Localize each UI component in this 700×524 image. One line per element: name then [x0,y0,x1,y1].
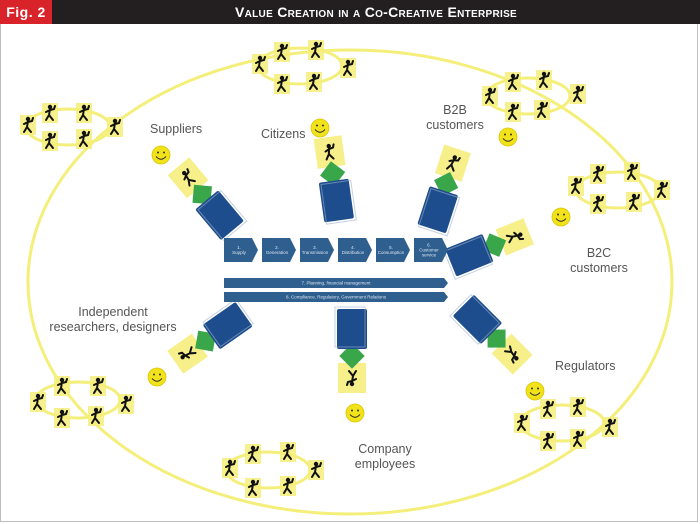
smiley-regulators-icon [525,381,545,401]
label-employees-line1: Company [358,442,412,456]
community-right [568,162,670,214]
smiley-b2c-icon [551,207,571,227]
label-suppliers: Suppliers [150,122,203,136]
figure-header: Fig. 2 Value Creation in a Co-Creative E… [0,0,700,24]
value-chain-step-label: Supply [232,250,247,255]
arm-suppliers [167,155,247,241]
arm-citizens [313,135,357,225]
ecosystem-ring [26,48,674,516]
value-chain-step-label: 1. [237,245,241,250]
value-chain-support-bar [224,278,448,288]
value-chain-step [300,238,334,262]
value-chain-support-bar-label: 7. Planning, financial management [301,281,371,286]
figure-title: Value Creation in a Co-Creative Enterpri… [234,4,518,20]
value-chain-step-label: 3. [313,245,317,250]
label-researchers-line1: Independent [78,305,148,319]
community-top-center [252,40,356,94]
value-chain-step-label: Generation [266,250,289,255]
value-chain: 1.Supply 2.Generation 3.Transmission 4.Dist… [224,238,448,302]
arm-employees [335,307,367,393]
value-chain-step [262,238,296,262]
label-regulators: Regulators [555,359,616,373]
arm-b2c [443,217,535,279]
value-chain-step [414,238,448,262]
arm-b2b [417,144,474,236]
label-b2b: B2B customers [425,103,485,133]
smiley-b2b-icon [498,127,518,147]
value-chain-support-bar-label: 8. Compliance, Regulatory, Government Re… [286,295,387,300]
smiley-researchers-icon [147,367,167,387]
figure-number-badge: Fig. 2 [0,0,52,24]
label-b2b-line1: B2B [443,103,467,117]
label-researchers-line2: researchers, designers [49,320,177,334]
value-chain-step-label: service [422,253,437,258]
community-bottom-left [30,376,134,428]
value-chain-step-label: 4. [351,245,355,250]
value-chain-step-label: Customer [419,248,439,253]
smiley-employees-icon [345,403,365,423]
value-chain-step [224,238,258,262]
value-chain-step-label: 2. [275,245,279,250]
label-employees-line2: employees [354,457,416,471]
community-bottom-right [514,397,618,451]
value-chain-step [338,238,372,262]
value-chain-step-label: 6. [427,242,431,247]
label-b2b-line2: customers [426,118,484,132]
community-bottom-center [222,442,324,498]
smiley-suppliers-icon [151,145,171,165]
label-b2c: B2C customers [568,246,630,276]
value-chain-step-label: Distribution [342,250,365,255]
community-top-right [482,70,586,122]
value-chain-support-bar [224,292,448,302]
label-b2c-line1: B2C [586,246,612,260]
value-chain-step-label: 5. [389,245,393,250]
value-chain-step [376,238,410,262]
smiley-citizens-icon [310,118,330,138]
value-chain-step-label: Consumption [378,250,405,255]
community-top-left [20,103,123,151]
label-b2c-line2: customers [570,261,628,275]
label-citizens: Citizens [261,127,306,141]
label-researchers: Independent researchers, designers [38,305,188,335]
label-employees: Company employees [350,442,420,472]
value-chain-step-label: Transmission [302,250,329,255]
arm-regulators [450,293,533,376]
